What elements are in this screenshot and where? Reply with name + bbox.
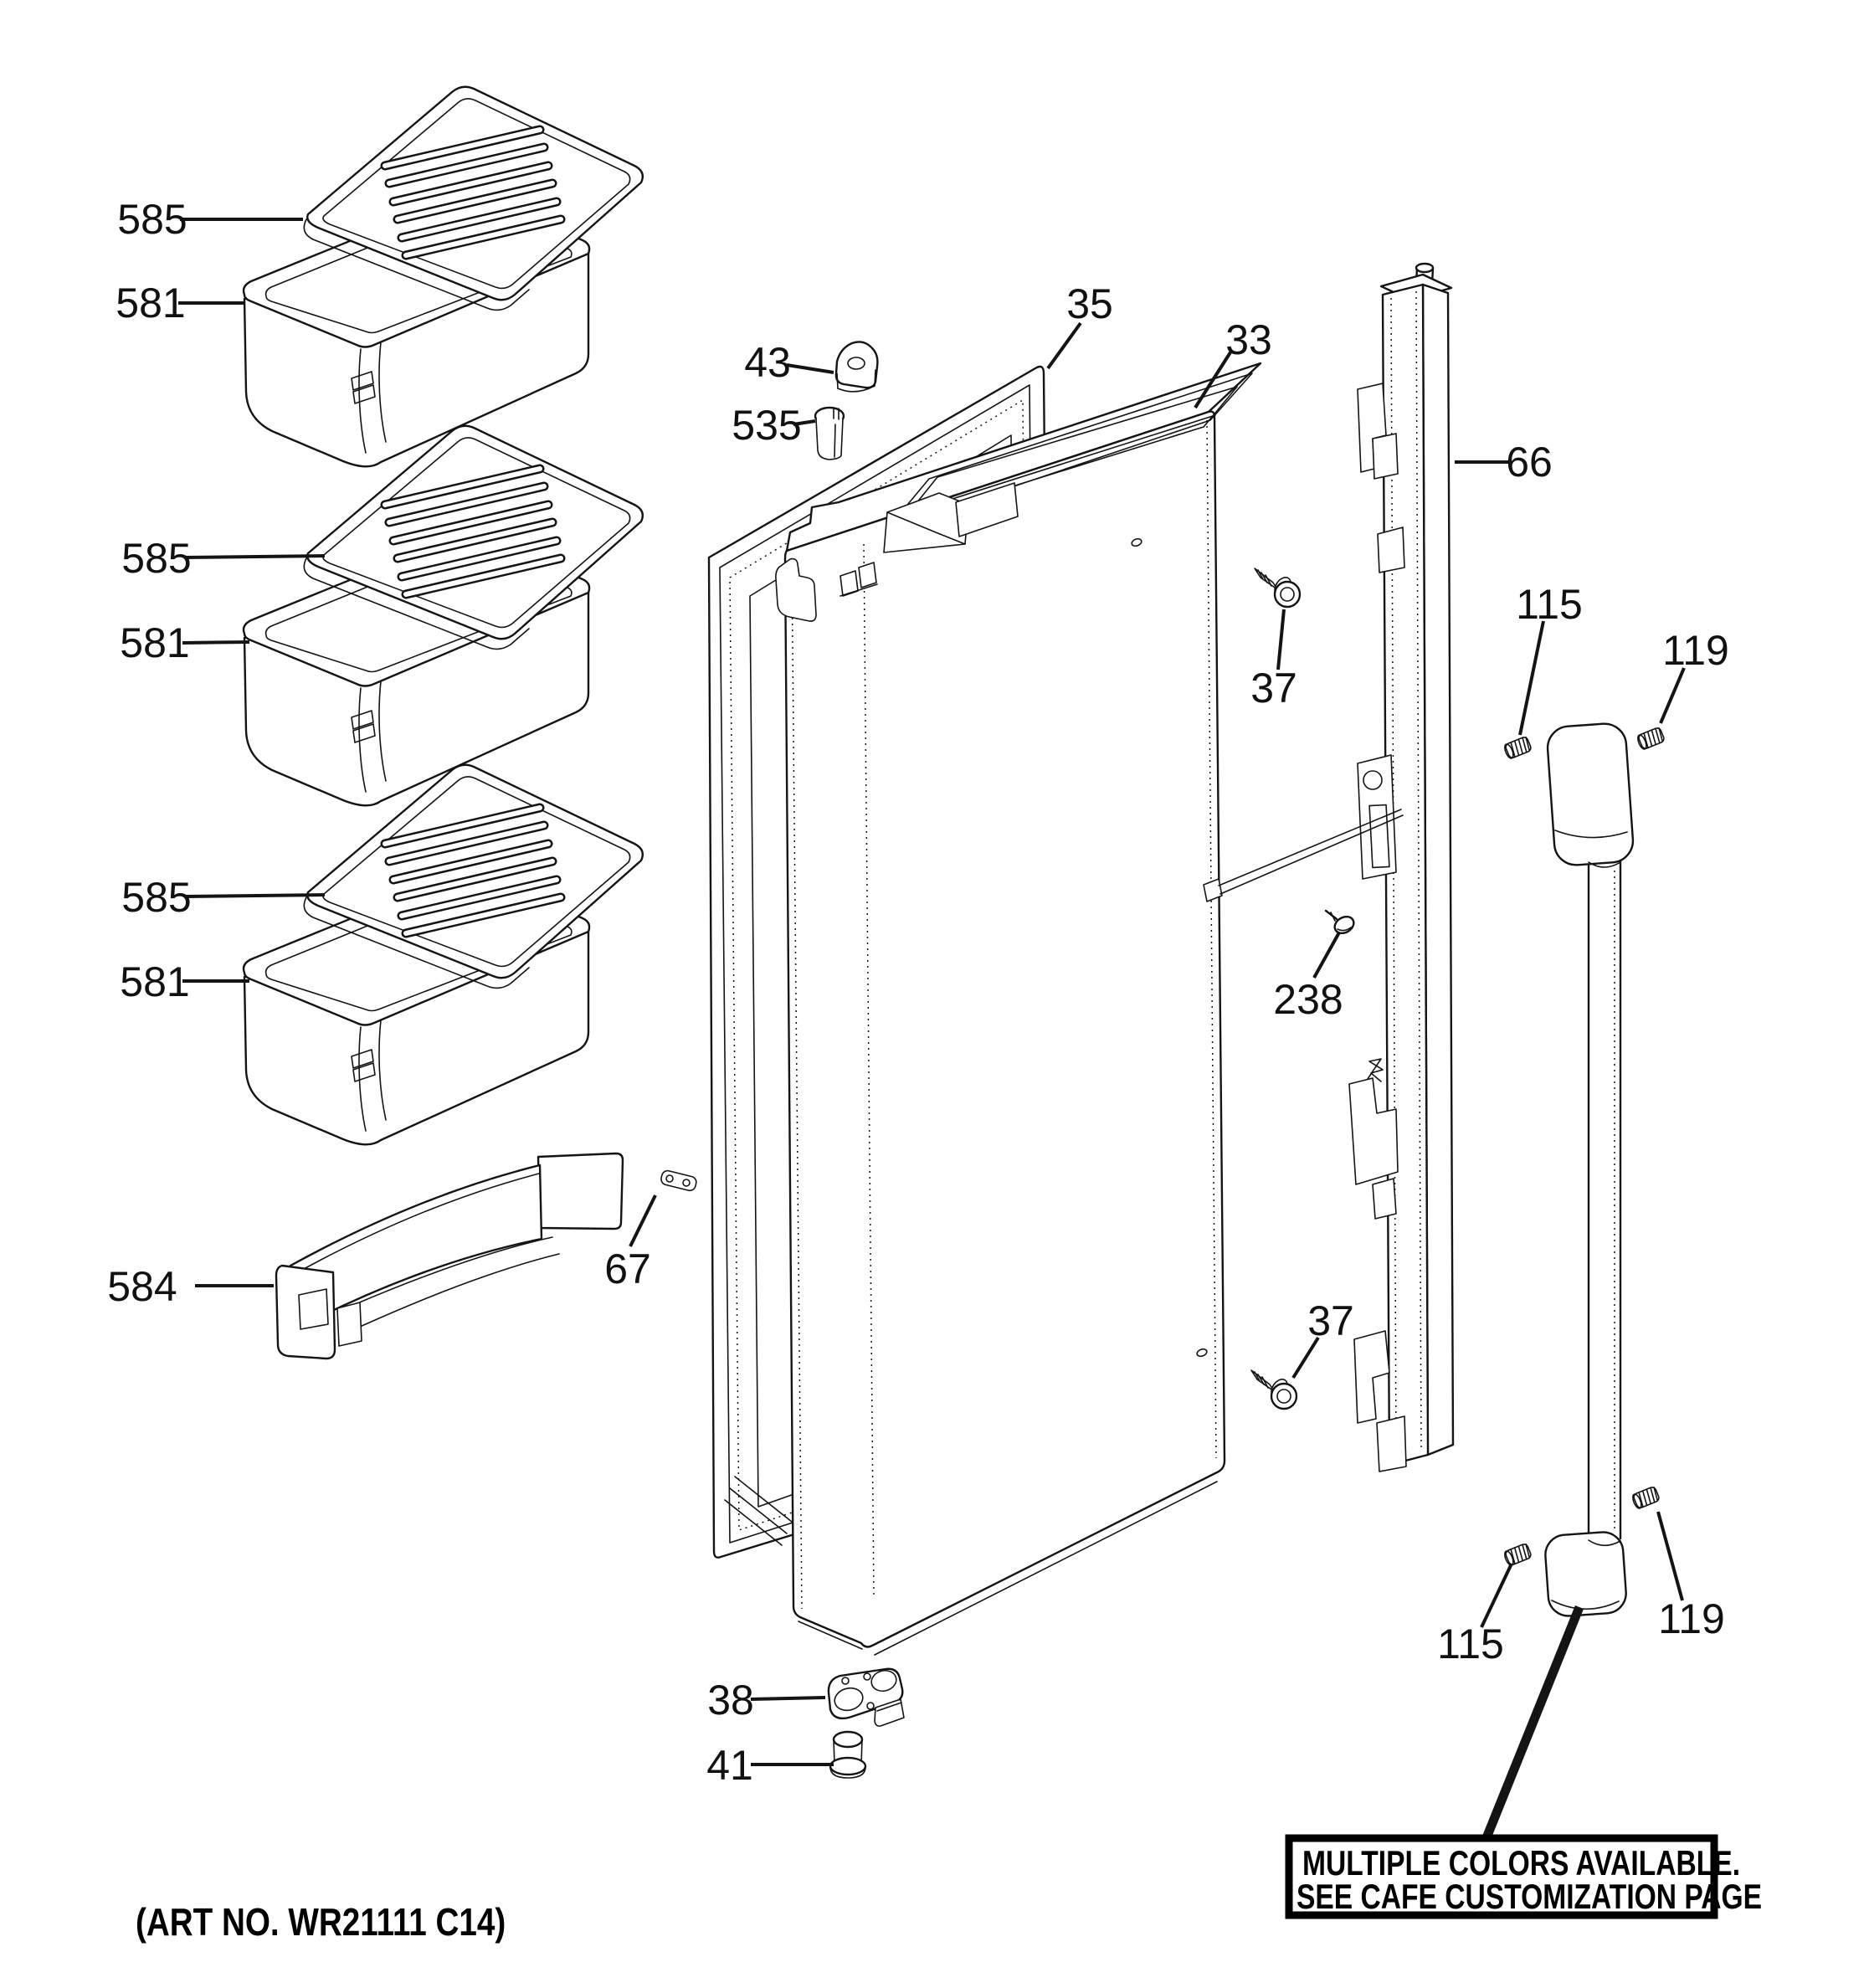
- callout-label-581-2: 581: [120, 619, 189, 666]
- callout-label-35: 35: [1066, 280, 1113, 327]
- setscrew-119-bottom: [1630, 1485, 1661, 1511]
- callout-label-33: 33: [1225, 316, 1272, 363]
- callout-37-top: 37: [1250, 609, 1297, 711]
- callout-33: 33: [1194, 316, 1272, 409]
- callout-label-115-top: 115: [1516, 581, 1583, 628]
- handle-top-cap: [1546, 722, 1635, 866]
- callout-label-37-top: 37: [1250, 665, 1297, 711]
- leader-line-585-2: [183, 554, 326, 559]
- leader-line-115-top: [1518, 620, 1545, 736]
- hinge-bushing-535: [814, 406, 845, 460]
- door-shelf-584: [275, 1152, 624, 1360]
- callout-581-3: 581: [120, 958, 249, 1005]
- setscrew-115-bottom: [1502, 1542, 1533, 1568]
- setscrew-119-top: [1635, 726, 1666, 752]
- callout-label-535: 535: [732, 402, 801, 449]
- hinge-plate-38: [827, 1667, 905, 1727]
- callout-label-585-1: 585: [117, 196, 187, 243]
- handle-bottom-cap: [1544, 1531, 1627, 1617]
- art-number: (ART NO. WR21111 C14): [136, 1901, 506, 1944]
- hinge-bushing-41: [829, 1730, 867, 1779]
- callout-label-581-3: 581: [120, 958, 189, 1005]
- note-line-2: SEE CAFE CUSTOMIZATION PAGE: [1296, 1878, 1762, 1917]
- callout-535: 535: [732, 402, 816, 449]
- callout-38: 38: [707, 1677, 826, 1723]
- callout-119-bottom: 119: [1656, 1511, 1725, 1642]
- bin-assembly-1: [242, 87, 643, 468]
- callout-label-38: 38: [707, 1677, 754, 1723]
- callout-label-581-1: 581: [116, 280, 185, 326]
- callout-238: 238: [1273, 932, 1343, 1023]
- callout-layer: 585 581 585 581 585 581 584 67 43 535 35 33 66 37 115 1…: [107, 196, 1729, 1789]
- callout-label-66: 66: [1506, 439, 1553, 485]
- callout-label-115-bottom: 115: [1437, 1621, 1504, 1667]
- screw-238: [1324, 909, 1355, 935]
- leader-line-43: [786, 363, 834, 374]
- door-33: [775, 362, 1262, 1656]
- leader-line-238: [1312, 932, 1341, 979]
- bin-assembly-2: [242, 426, 643, 807]
- callout-label-37-bottom: 37: [1307, 1297, 1354, 1344]
- note-leader-line: [1481, 1605, 1584, 1842]
- callout-label-43: 43: [744, 339, 791, 386]
- leader-line-115-bottom: [1480, 1563, 1513, 1628]
- callout-584: 584: [107, 1263, 274, 1310]
- callout-label-238: 238: [1273, 976, 1343, 1023]
- leader-line-35: [1046, 321, 1082, 370]
- leader-line-33: [1194, 351, 1232, 409]
- leader-line-37-top: [1276, 609, 1286, 670]
- callout-581-2: 581: [120, 619, 250, 666]
- mullion-66: [1348, 262, 1455, 1472]
- clip-67: [660, 1169, 697, 1192]
- screw-37-top: [1253, 567, 1302, 609]
- callout-35: 35: [1046, 280, 1113, 370]
- callout-label-67: 67: [604, 1246, 651, 1292]
- callout-585-1: 585: [117, 196, 303, 243]
- callout-66: 66: [1455, 439, 1553, 485]
- callout-label-585-3: 585: [121, 874, 191, 921]
- leader-line-535: [793, 419, 816, 426]
- callout-37-bottom: 37: [1291, 1297, 1354, 1379]
- callout-585-3: 585: [121, 874, 326, 921]
- hinge-cap-43: [834, 341, 879, 393]
- callout-115-top: 115: [1516, 581, 1583, 736]
- leader-line-585-3: [183, 893, 326, 898]
- leader-line-581-2: [182, 640, 250, 645]
- callout-label-119-bottom: 119: [1658, 1595, 1725, 1642]
- callout-label-585-2: 585: [121, 535, 191, 582]
- callout-115-bottom: 115: [1437, 1563, 1513, 1667]
- callout-label-119-top: 119: [1662, 627, 1729, 674]
- callout-67: 67: [604, 1194, 657, 1292]
- callout-585-2: 585: [121, 535, 326, 582]
- callout-581-1: 581: [116, 280, 244, 326]
- note-box: MULTIPLE COLORS AVAILABLE. SEE CAFE CUST…: [1285, 1834, 1762, 1919]
- callout-label-41: 41: [706, 1742, 753, 1789]
- callout-43: 43: [744, 339, 834, 386]
- callout-41: 41: [706, 1742, 834, 1789]
- leader-line-37-bottom: [1291, 1336, 1320, 1379]
- setscrew-115-top: [1502, 735, 1533, 761]
- note-line-1: MULTIPLE COLORS AVAILABLE.: [1302, 1845, 1740, 1883]
- door-handle: [1544, 722, 1635, 1617]
- bin-assembly-3: [242, 765, 643, 1146]
- pivot-rod: [1203, 809, 1404, 902]
- screw-37-bottom: [1250, 1369, 1298, 1410]
- leader-line-38: [750, 1696, 826, 1701]
- leader-line-119-top: [1659, 667, 1686, 724]
- callout-label-584: 584: [107, 1263, 177, 1310]
- leader-line-67: [629, 1194, 657, 1247]
- leader-line-119-bottom: [1656, 1511, 1684, 1601]
- callout-119-top: 119: [1659, 627, 1729, 724]
